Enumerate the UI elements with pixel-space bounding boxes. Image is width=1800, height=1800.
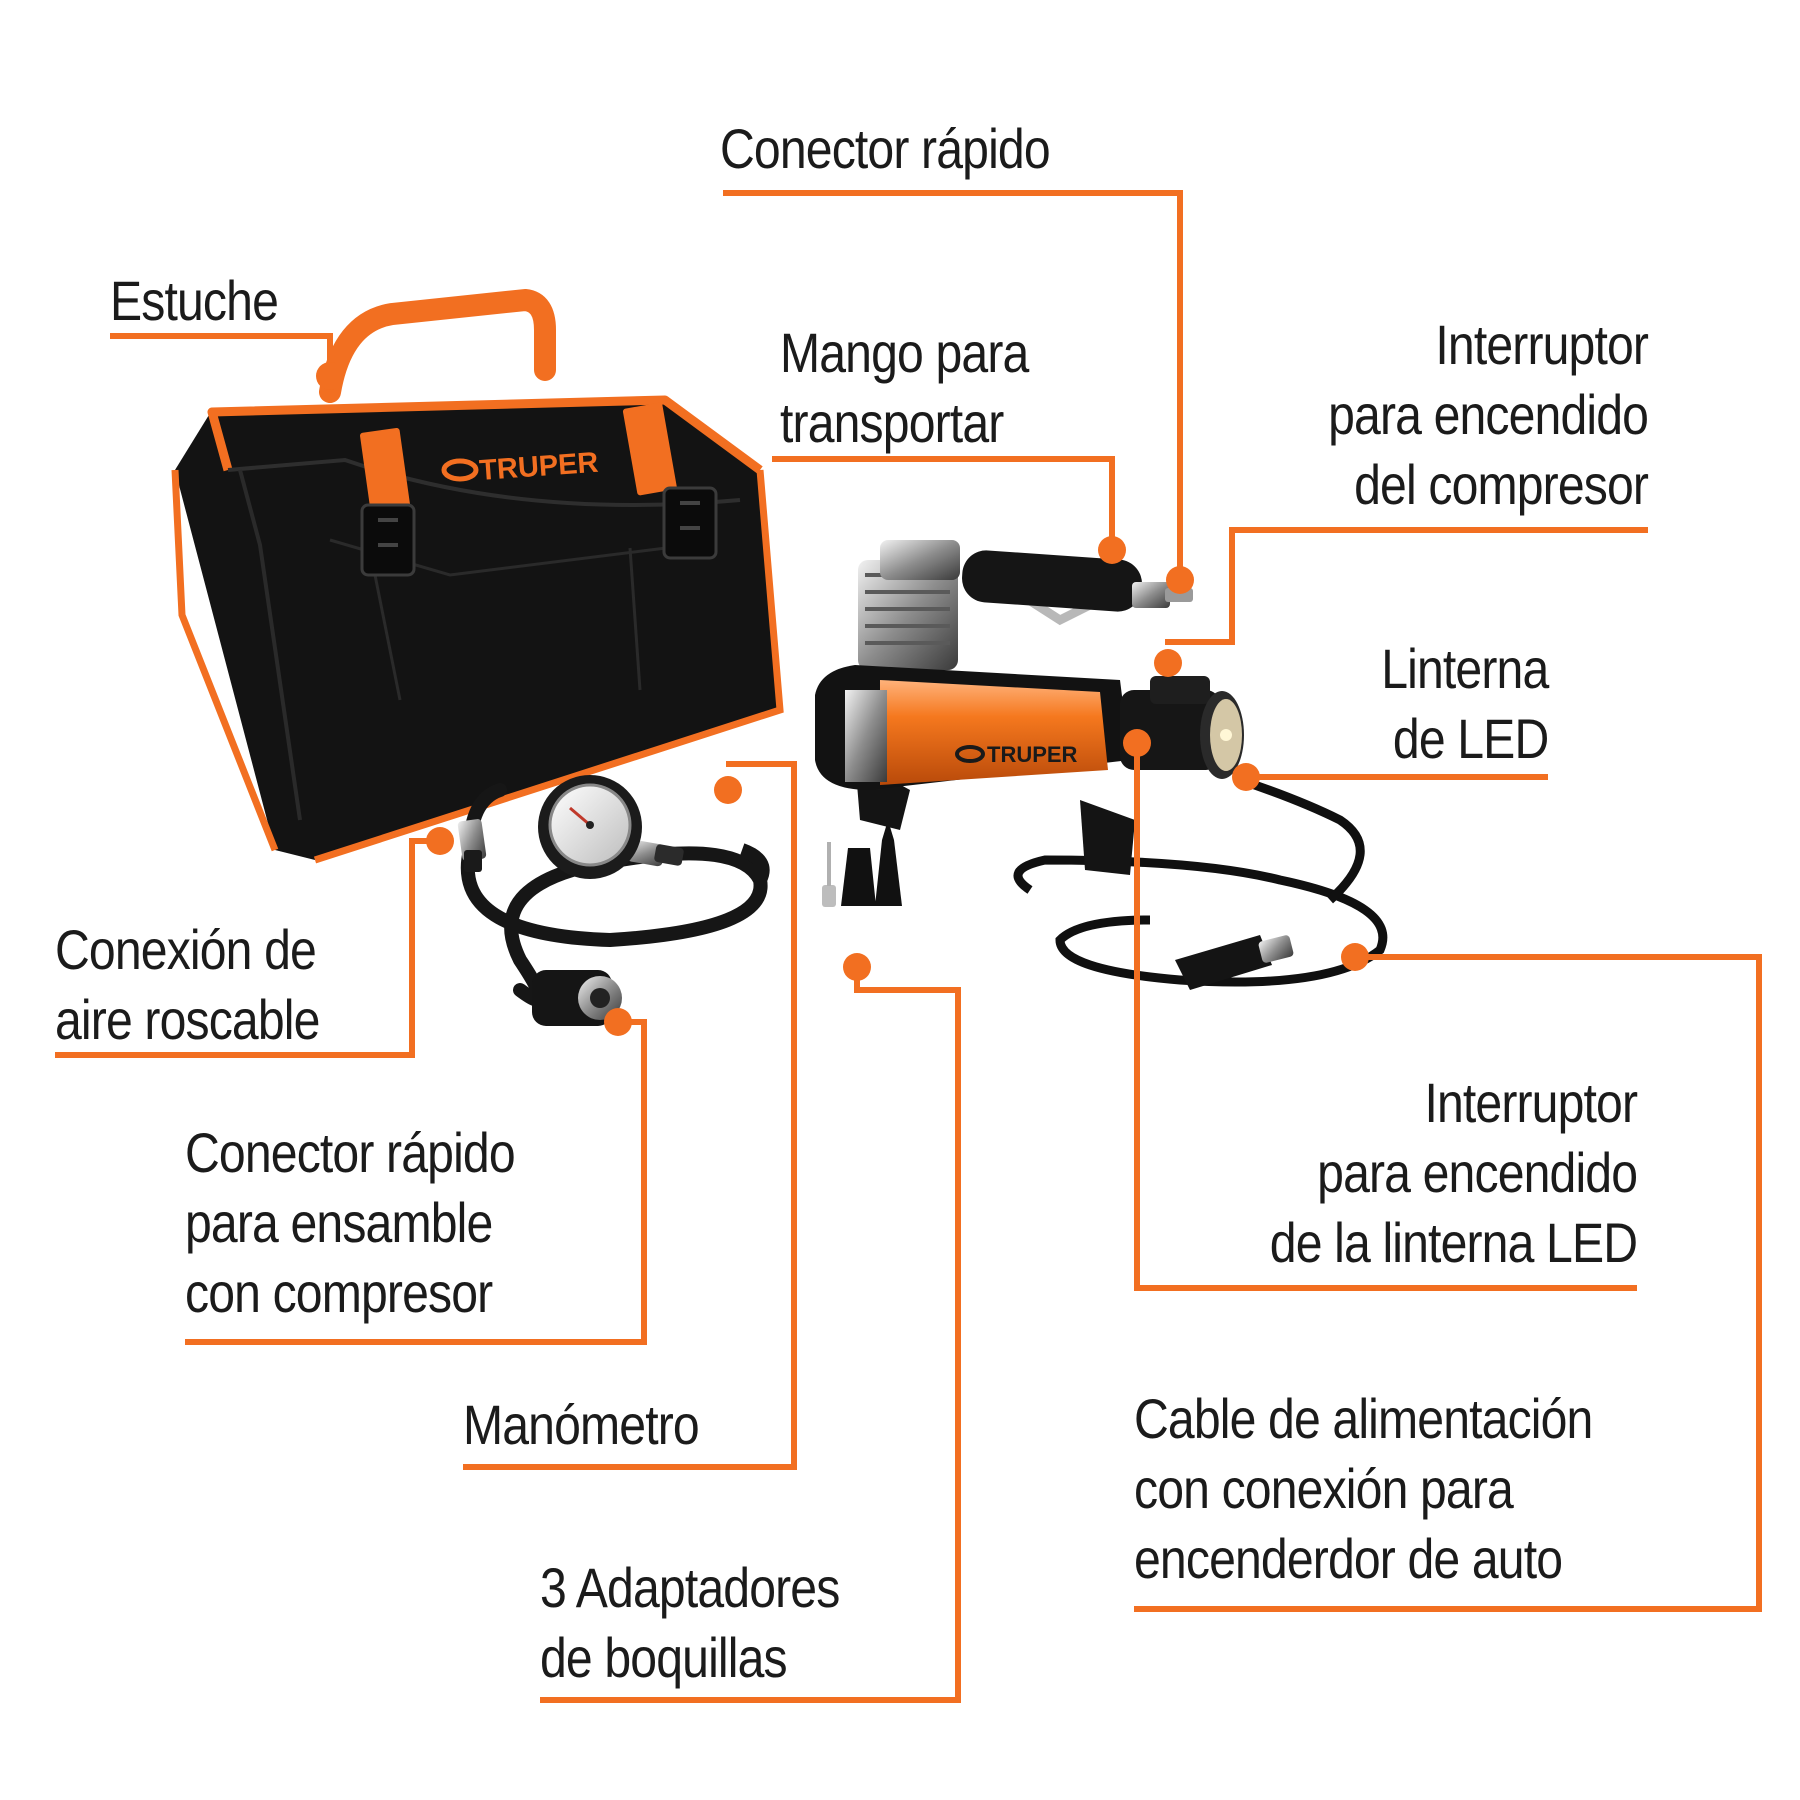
label-adaptadores: 3 Adaptadores de boquillas <box>540 1556 840 1689</box>
leader-interruptor-linterna <box>1134 743 1637 1291</box>
label-interruptor-linterna: Interruptor para encendido de la lintern… <box>1269 1071 1638 1274</box>
compressor-brand: TRUPER <box>987 742 1078 767</box>
leader-adaptadores <box>540 967 961 1703</box>
leader-cable <box>1134 954 1762 1612</box>
label-interruptor-compresor: Interruptor para encendido del compresor <box>1327 313 1649 516</box>
dot-conector-ensamble <box>604 1008 632 1036</box>
leader-manometro <box>463 761 797 1470</box>
leader-conexion-aire <box>55 838 438 1058</box>
label-cable: Cable de alimentación con conexión para … <box>1134 1387 1593 1590</box>
gauge-hose-assembly <box>457 775 770 1026</box>
air-compressor: TRUPER <box>815 540 1388 990</box>
label-conexion-aire: Conexión de aire roscable <box>55 918 320 1051</box>
label-manometro: Manómetro <box>463 1393 700 1456</box>
dot-interruptor-linterna <box>1123 729 1151 757</box>
callout-dots <box>316 362 1369 1036</box>
label-conector-rapido: Conector rápido <box>720 117 1051 180</box>
label-conector-ensamble: Conector rápido para ensamble con compre… <box>185 1121 516 1324</box>
leader-estuche <box>110 333 333 374</box>
dot-cable <box>1341 943 1369 971</box>
dot-conector-rapido <box>1166 566 1194 594</box>
carry-handle <box>962 550 1142 626</box>
compressor-logo: TRUPER <box>955 742 1078 767</box>
callout-leaders <box>55 190 1762 1703</box>
carry-bag: TRUPER <box>171 288 784 864</box>
dot-estuche <box>316 362 344 390</box>
label-estuche: Estuche <box>110 269 279 332</box>
label-linterna: Linterna de LED <box>1380 637 1549 770</box>
dot-mango <box>1098 536 1126 564</box>
leader-mango <box>772 456 1115 552</box>
nozzle-adapters <box>822 820 902 907</box>
leader-interruptor-compresor <box>1165 527 1648 645</box>
leader-conector-rapido <box>723 190 1183 578</box>
label-mango: Mango para transportar <box>780 321 1029 454</box>
dot-manometro <box>714 776 742 804</box>
dot-conexion-aire <box>426 827 454 855</box>
cylinder-head <box>858 540 960 670</box>
dot-adaptadores <box>843 953 871 981</box>
dot-linterna <box>1232 763 1260 791</box>
dot-interruptor-compresor <box>1154 649 1182 677</box>
